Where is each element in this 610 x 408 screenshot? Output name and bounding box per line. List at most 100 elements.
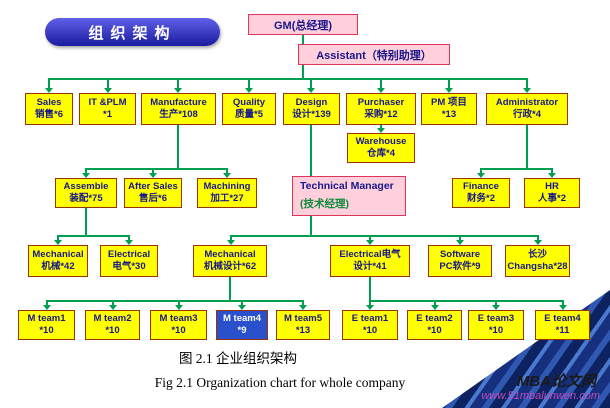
connector-arrow xyxy=(492,300,500,310)
node-e-team4-name: E team4 xyxy=(544,312,581,324)
node-mechanical-design: Mechanical 机械设计*62 xyxy=(193,245,267,277)
node-m-team3-name: M team3 xyxy=(159,312,198,324)
node-pm-count: *13 xyxy=(441,109,457,120)
watermark-url-link[interactable]: www.51mbalunwen.com xyxy=(481,390,600,402)
connector-arrow xyxy=(299,300,307,310)
node-e-team3-name: E team3 xyxy=(477,312,515,324)
node-m-team2-name: M team2 xyxy=(93,312,132,324)
node-technical-manager-name: Technical Manager xyxy=(300,180,394,193)
node-mechanical-name: Mechanical xyxy=(32,248,84,260)
node-mechanical-design-count: 机械设计*62 xyxy=(203,261,257,272)
node-e-team3-count: *10 xyxy=(488,325,504,336)
node-manufacture: Manufacture 生产*108 xyxy=(141,93,216,125)
node-m-team4-name: M team4 xyxy=(222,312,261,324)
page-title-text: 组织架构 xyxy=(88,24,177,42)
node-administrator: Administrator 行政*4 xyxy=(486,93,568,125)
node-finance-name: Finance xyxy=(463,180,499,192)
node-technical-manager: Technical Manager (技术经理) xyxy=(292,176,406,216)
node-sales-count: 销售*6 xyxy=(35,109,63,120)
connector-arrow xyxy=(54,235,62,245)
connector-arrow xyxy=(174,78,182,93)
node-finance: Finance 财务*2 xyxy=(452,178,510,208)
node-m-team5: M team5 *13 xyxy=(276,310,330,340)
node-quality: Quality 质量*5 xyxy=(222,93,276,125)
node-e-team1: E team1 *10 xyxy=(342,310,398,340)
node-e-team2-name: E team2 xyxy=(416,312,453,324)
node-pm: PM 项目 *13 xyxy=(421,93,477,125)
node-gm: GM(总经理) xyxy=(248,14,358,35)
node-mechanical-design-name: Mechanical xyxy=(204,248,256,260)
connector-arrow xyxy=(109,300,117,310)
connector-arrow xyxy=(366,235,374,245)
node-software: Software PC软件*9 xyxy=(428,245,492,277)
node-assistant: Assistant（特别助理） xyxy=(298,44,450,65)
node-electrical-name: Electrical xyxy=(107,248,151,260)
node-purchaser-count: 采购*12 xyxy=(364,109,398,120)
node-m-team1-count: *10 xyxy=(39,325,54,336)
connector-arrow xyxy=(477,168,485,178)
node-e-team4-count: *11 xyxy=(555,325,570,336)
connector xyxy=(48,78,528,80)
node-assemble-name: Assemble xyxy=(63,180,109,192)
node-m-team1: M team1 *10 xyxy=(18,310,75,340)
connector-arrow xyxy=(307,78,315,93)
connector-arrow xyxy=(445,78,453,93)
node-e-team4: E team4 *11 xyxy=(535,310,590,340)
connector xyxy=(177,125,179,168)
node-mechanical-count: 机械*42 xyxy=(41,261,75,272)
connector-arrow xyxy=(366,300,374,310)
connector-arrow xyxy=(548,168,556,178)
connector-arrow xyxy=(82,168,90,178)
node-electrical-design-name: Electrical电气 xyxy=(339,248,401,260)
node-hr-name: HR xyxy=(545,180,559,192)
node-m-team4: M team4 *9 xyxy=(216,310,268,340)
node-administrator-name: Administrator xyxy=(495,96,559,108)
connector-arrow xyxy=(45,78,53,93)
connector xyxy=(57,235,130,237)
connector-arrow xyxy=(431,300,439,310)
node-m-team3-count: *10 xyxy=(171,325,186,336)
connector-arrow xyxy=(559,300,567,310)
connector-arrow xyxy=(43,300,51,310)
node-machining-name: Machining xyxy=(203,180,251,192)
node-m-team2-count: *10 xyxy=(105,325,120,336)
connector xyxy=(85,168,228,170)
connector-arrow xyxy=(377,78,385,93)
node-warehouse-count: 仓库*4 xyxy=(367,148,395,159)
connector-arrow xyxy=(227,235,235,245)
node-electrical: Electrical 电气*30 xyxy=(100,245,158,277)
node-assemble: Assemble 装配*75 xyxy=(55,178,117,208)
node-after-sales-count: 售后*6 xyxy=(139,193,167,204)
connector xyxy=(526,125,528,168)
connector-arrow xyxy=(175,300,183,310)
node-changsha-name: 长沙 xyxy=(527,248,547,260)
connector xyxy=(480,168,552,170)
node-m-team4-count: *9 xyxy=(237,325,247,336)
node-manufacture-count: 生产*108 xyxy=(159,109,198,120)
node-quality-count: 质量*5 xyxy=(235,109,263,120)
connector xyxy=(229,277,231,301)
connector xyxy=(85,208,87,236)
node-sales-name: Sales xyxy=(36,96,62,108)
node-m-team2: M team2 *10 xyxy=(85,310,140,340)
connector-arrow xyxy=(377,125,385,133)
figure-caption-zh: 图 2.1 企业组织架构 xyxy=(178,351,298,366)
node-administrator-count: 行政*4 xyxy=(513,109,541,120)
node-design-count: 设计*139 xyxy=(292,109,331,120)
connector xyxy=(369,300,563,302)
connector-arrow xyxy=(245,78,253,93)
node-m-team5-name: M team5 xyxy=(283,312,322,324)
node-after-sales-name: After Sales xyxy=(128,180,178,192)
connector-arrow xyxy=(523,78,531,93)
node-warehouse-name: Warehouse xyxy=(355,135,407,147)
connector xyxy=(230,235,538,237)
node-electrical-count: 电气*30 xyxy=(112,261,146,272)
connector-arrow xyxy=(534,235,542,245)
node-it-plm-count: *1 xyxy=(103,109,112,120)
node-changsha: 长沙 Changsha*28 xyxy=(505,245,570,277)
node-warehouse: Warehouse 仓库*4 xyxy=(347,133,415,163)
node-e-team2-count: *10 xyxy=(427,325,442,336)
connector xyxy=(46,300,303,302)
node-machining-count: 加工*27 xyxy=(210,193,244,204)
